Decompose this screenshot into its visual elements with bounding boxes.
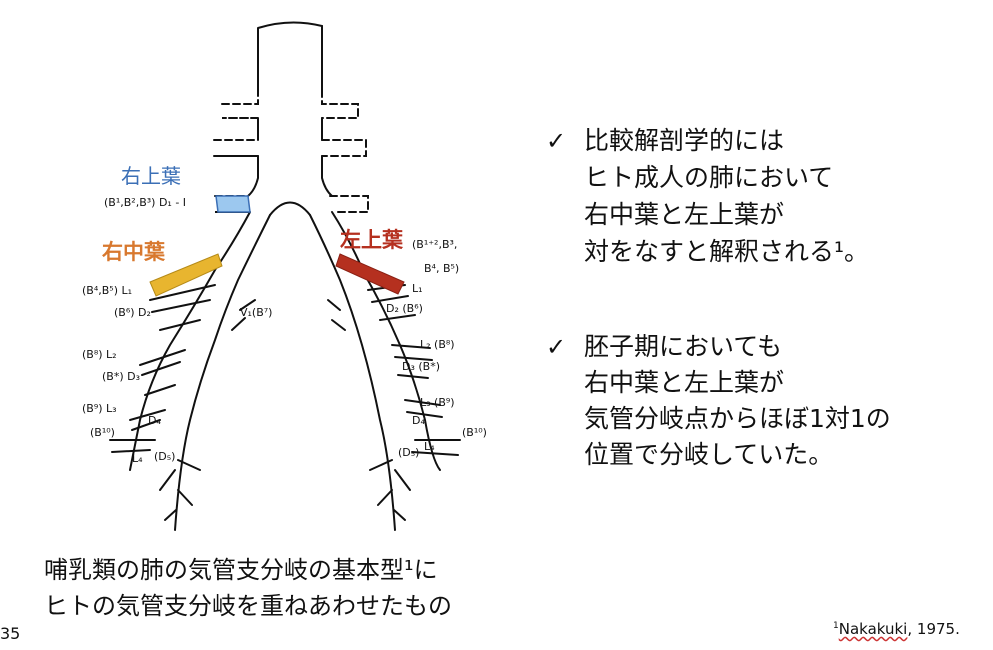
checkmark-icon: ✓ [546, 127, 567, 155]
citation-year: , 1975. [907, 620, 960, 638]
dashed-rings [213, 89, 369, 213]
bullet-line: 右中葉と左上葉が [584, 200, 785, 229]
branch-label: D₄ [148, 414, 161, 427]
right-upper-lobe-band [215, 195, 251, 213]
branch-label: L₄ [424, 440, 435, 453]
branch-label: (B¹⁰) [462, 426, 487, 439]
bronchial-tree-diagram [109, 21, 461, 531]
branch-label: D₂ (B⁶) [386, 302, 423, 315]
bullet-line: 位置で分岐していた。 [584, 440, 834, 469]
bullet-line: 対をなすと解釈される¹。 [584, 237, 870, 266]
bullet-line: 右中葉と左上葉が [584, 368, 785, 397]
branch-label: L₁ [412, 282, 423, 295]
trachea-outline [257, 21, 323, 91]
citation-marker: 1 [833, 621, 839, 631]
branch-label: L₂ (B⁸) [420, 338, 455, 351]
citation-author: Nakakuki [838, 620, 908, 638]
bullet-line: 比較解剖学的には [584, 126, 785, 155]
bullet-line: ヒト成人の肺において [584, 163, 834, 192]
branch-label: (B¹⁰) [90, 426, 115, 439]
slide-number: 35 [0, 624, 21, 643]
citation: 1Nakakuki, 1975. [833, 620, 960, 638]
bullet-line: 胚子期においても [584, 332, 783, 361]
branch-label: (B¹,B²,B³) D₁ - I [104, 196, 187, 209]
branch-label: (B⁸) L₂ [82, 348, 117, 361]
branch-label: (B⁶) D₂ [114, 306, 151, 319]
right-upper-lobe-label: 右上葉 [121, 164, 181, 188]
checkmark-icon: ✓ [546, 333, 567, 361]
right-middle-lobe-label: 右中葉 [102, 240, 165, 264]
branch-label: V₁(B⁷) [240, 306, 273, 319]
left-upper-lobe-label: 左上葉 [340, 228, 403, 252]
left-upper-lobe-band [335, 253, 405, 295]
branch-label: L₄ [132, 452, 143, 465]
branch-label: (B⁹) L₃ [82, 402, 117, 415]
branch-label: (B*) D₃ [102, 370, 141, 383]
right-middle-lobe-band [149, 253, 223, 297]
branch-label: B⁴, B⁵) [424, 262, 460, 275]
figure-caption: 哺乳類の肺の気管支分岐の基本型¹に ヒトの気管支分岐を重ねあわせたもの [44, 552, 452, 624]
branch-label: (D₅) [398, 446, 420, 459]
branch-label: (B¹⁺²,B³, [412, 238, 458, 251]
branch-label: L₃ (B⁹) [420, 396, 455, 409]
bullet-line: 気管分岐点からほぼ1対1の [584, 404, 891, 433]
caption-line-2: ヒトの気管支分岐を重ねあわせたもの [44, 592, 452, 620]
branch-label: D₃ (B*) [402, 360, 441, 373]
caption-line-1: 哺乳類の肺の気管支分岐の基本型¹に [44, 556, 438, 584]
branch-label: (B⁴,B⁵) L₁ [82, 284, 133, 297]
branch-label: D₄ [412, 414, 425, 427]
branch-label: (D₅) [154, 450, 176, 463]
